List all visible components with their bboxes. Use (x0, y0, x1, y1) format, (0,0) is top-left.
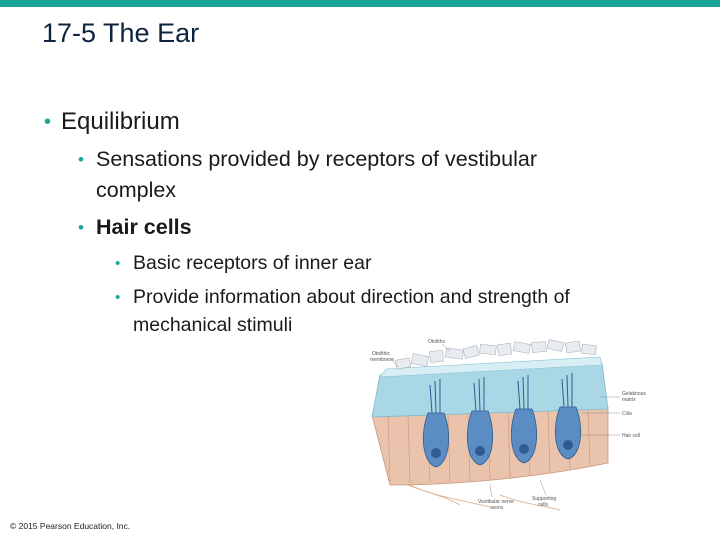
label-gelatinous-matrix: matrix (622, 397, 636, 403)
label-vestibular-nerve: axons (490, 505, 504, 511)
label-cilia: Cilia (622, 411, 632, 417)
label-hair-cell: Hair cell (622, 433, 640, 439)
bullet-dot-icon: • (115, 289, 121, 306)
label-otolithic-membrane: Otolithic (372, 351, 391, 357)
bullet-dot-icon: • (115, 255, 121, 272)
label-supporting-cells: cells (538, 502, 549, 508)
bullet-dot-icon: • (78, 218, 84, 237)
label-otoliths: Otoliths (428, 339, 445, 345)
bullet-text: Hair cells (96, 215, 192, 239)
hair-cell-nuclei (431, 440, 573, 458)
otolithic-membrane (379, 356, 603, 378)
top-accent-bar (0, 0, 720, 7)
bullet-text: Basic receptors of inner ear (133, 252, 372, 274)
label-leader-lines (391, 343, 620, 498)
otoliths (395, 339, 597, 370)
bullet-dot-icon: • (78, 150, 84, 169)
bullet-text: Sensations provided by receptors of vest… (96, 147, 537, 171)
bullet-dot-icon: • (44, 111, 52, 133)
hair-cell-figure: Otoliths Otolithic membrane Gelatinous m… (370, 339, 646, 511)
bullet-text: mechanical stimuli (133, 314, 293, 336)
bullet-text: complex (96, 178, 177, 202)
label-supporting-cells: Supporting (532, 496, 556, 502)
copyright-notice: © 2015 Pearson Education, Inc. (10, 521, 131, 531)
slide-title: 17-5 The Ear (42, 18, 200, 48)
label-vestibular-nerve: Vestibular nerve (478, 499, 514, 505)
bullet-text: Equilibrium (61, 108, 180, 135)
cilia (429, 373, 573, 414)
label-otolithic-membrane: membrane (370, 357, 394, 363)
hair-cells (423, 406, 581, 468)
label-gelatinous-matrix: Gelatinous (622, 391, 646, 397)
bullet-text: Provide information about direction and … (133, 286, 570, 308)
